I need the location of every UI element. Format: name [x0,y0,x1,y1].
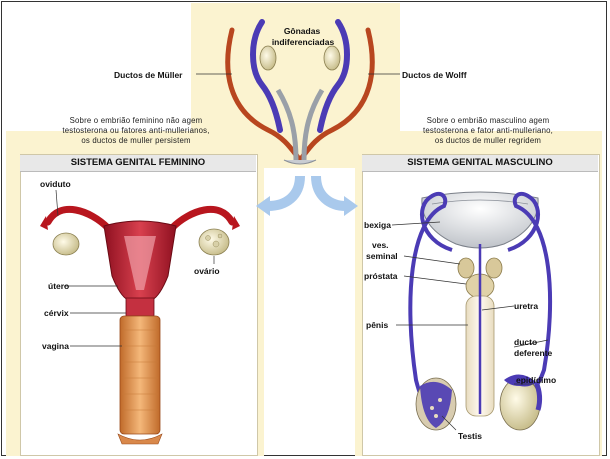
female-description-line2: testosterona ou fatores anti-mullerianos… [46,126,226,136]
seminal-vesicle-label-line1: ves. [372,240,389,250]
female-system-title: SISTEMA GENITAL FEMININO [20,155,256,172]
vas-deferens-label-line2: deferente [514,348,552,358]
uterus-label: útero [48,281,69,291]
gonads-label-line2: indiferenciadas [258,37,348,47]
male-reproductive-illustration [392,192,550,430]
urethra-label: uretra [514,301,538,311]
vagina-label: vagina [42,341,69,351]
female-description: Sobre o embrião feminino não agem testos… [46,116,226,145]
male-description-line2: testosterona e fator anti-mulleriano, [398,126,578,136]
oviduct-label: oviduto [40,179,71,189]
differentiation-arrows [256,176,358,216]
female-reproductive-illustration [40,190,240,444]
epididymis-label: epidídimo [516,375,556,385]
gonads-label-line1: Gônadas [262,26,342,36]
male-description-line3: os ductos de muller regridem [398,136,578,146]
vas-deferens-label-line1: ducto [514,337,537,347]
wolff-ducts-label: Ductos de Wolff [402,70,467,80]
prostate-label: próstata [364,271,398,281]
muller-ducts-label: Ductos de Müller [114,70,182,80]
male-description: Sobre o embrião masculino agem testoster… [398,116,578,145]
testis-label: Testis [458,431,482,441]
male-system-title: SISTEMA GENITAL MASCULINO [362,155,598,172]
penis-label: pênis [366,320,388,330]
female-description-line1: Sobre o embrião feminino não agem [46,116,226,126]
ovary-label: ovário [194,266,220,276]
cervix-label: cérvix [44,308,69,318]
male-description-line1: Sobre o embrião masculino agem [398,116,578,126]
bladder-label: bexiga [364,220,391,230]
female-description-line3: os ductos de muller persistem [46,136,226,146]
seminal-vesicle-label-line2: seminal [366,251,398,261]
